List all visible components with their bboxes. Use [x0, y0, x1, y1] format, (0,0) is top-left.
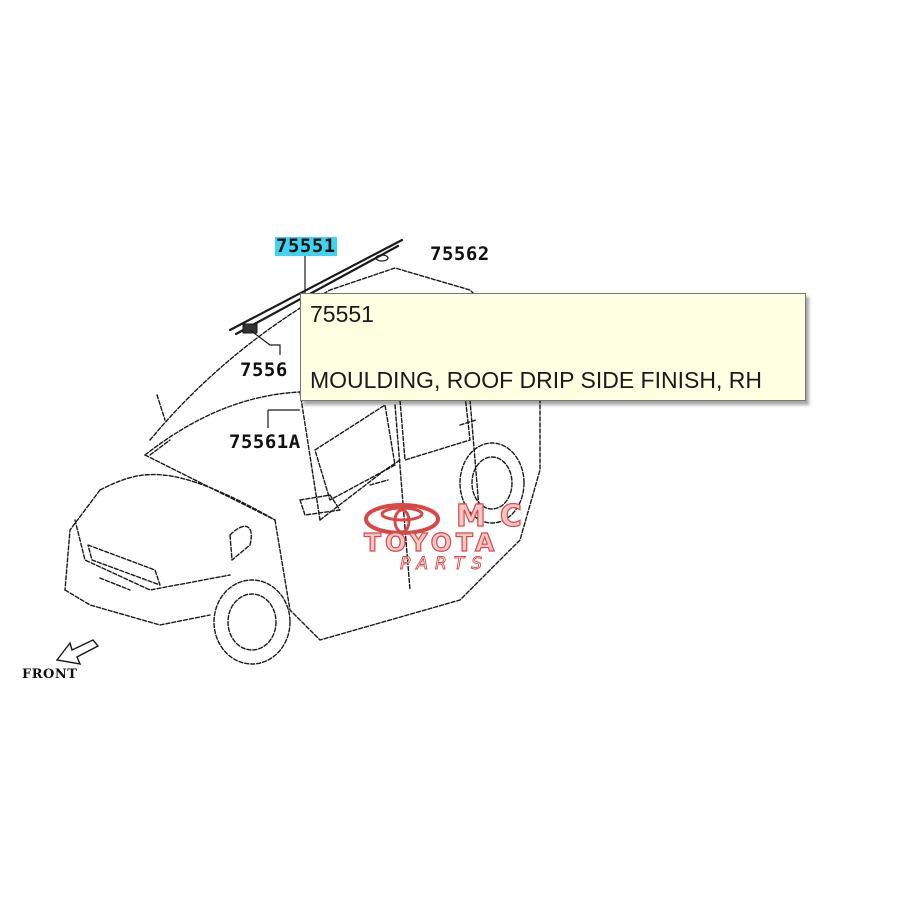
front-arrow-icon	[55, 639, 100, 665]
front-direction-label: FRONT	[22, 667, 78, 682]
part-label-7556[interactable]: 7556	[240, 359, 288, 381]
part-label-75551[interactable]: 75551	[275, 235, 337, 257]
tooltip-part-number: 75551	[310, 301, 374, 327]
tooltip-description: MOULDING, ROOF DRIP SIDE FINISH, RH	[310, 367, 762, 393]
part-label-75561A[interactable]: 75561A	[229, 431, 301, 453]
part-tooltip: 75551 MOULDING, ROOF DRIP SIDE FINISH, R…	[300, 293, 806, 401]
part-label-75562[interactable]: 75562	[430, 243, 490, 265]
